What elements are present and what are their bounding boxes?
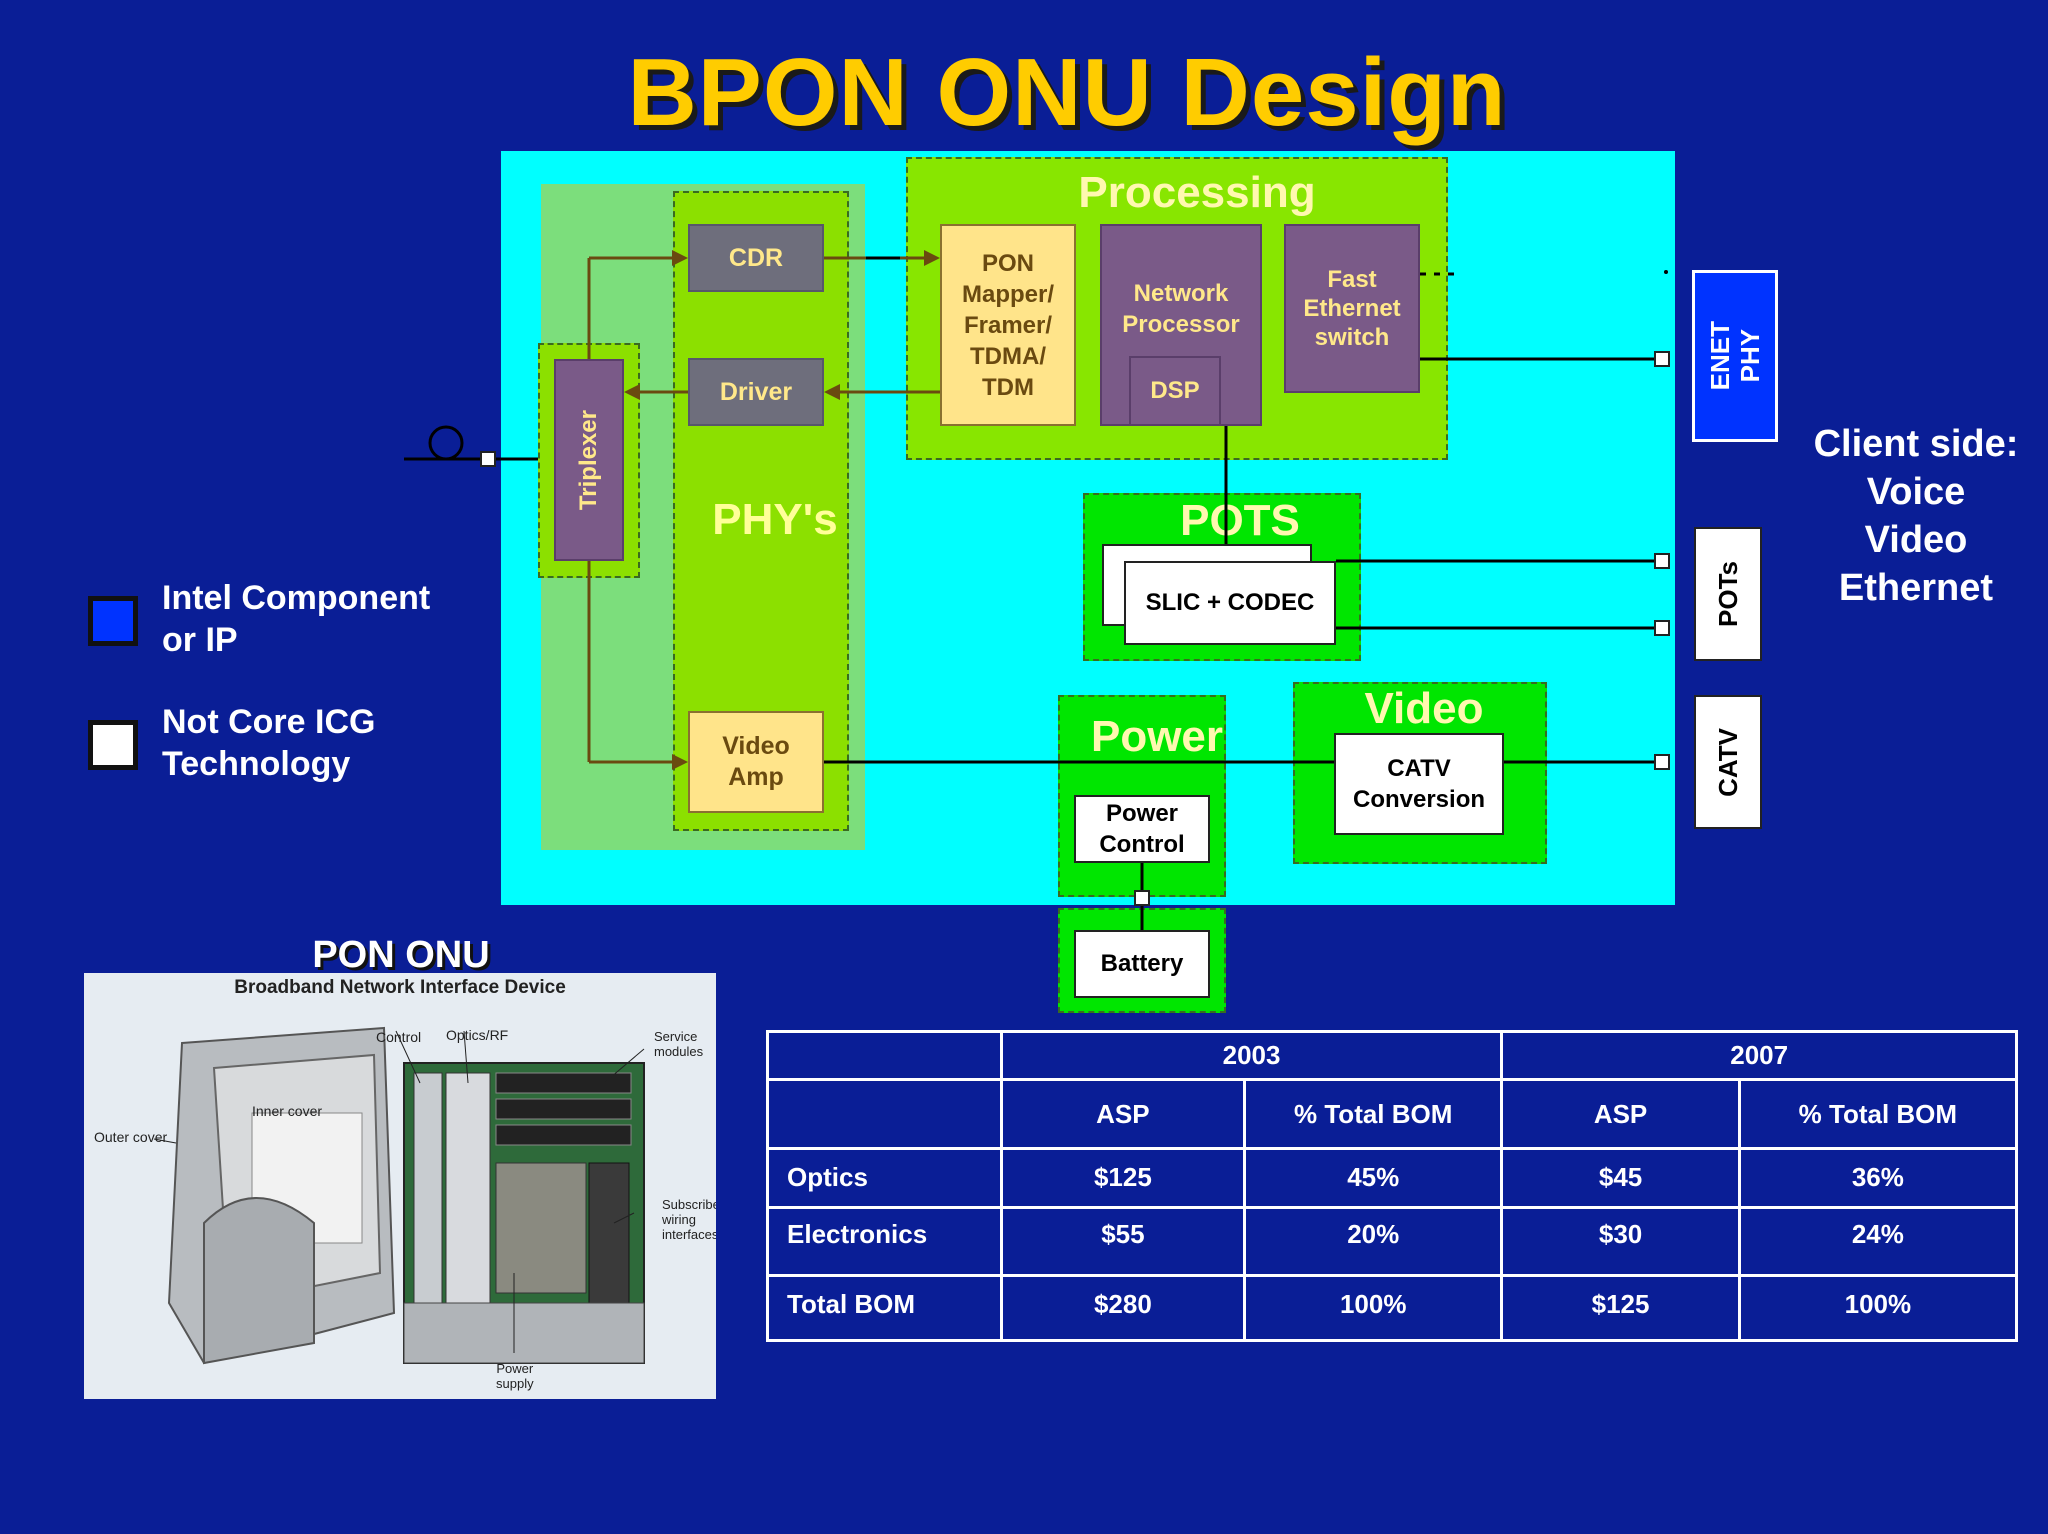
network-processor-label: Network Processor bbox=[1122, 280, 1240, 338]
photo-label-power: Power supply bbox=[496, 1361, 534, 1391]
legend-intel-swatch bbox=[88, 596, 138, 646]
table-subheader-blank bbox=[766, 1078, 1003, 1151]
video-amp-block: Video Amp bbox=[688, 711, 824, 813]
enet-phy-box: ENET PHY bbox=[1692, 270, 1778, 442]
table-cell: $280 bbox=[999, 1274, 1247, 1342]
outer-cover-curve bbox=[203, 1197, 315, 1365]
table-cell: 100% bbox=[1243, 1274, 1504, 1342]
legend-not-core-swatch bbox=[88, 720, 138, 770]
table-cell: $30 bbox=[1500, 1205, 1741, 1278]
fast-ethernet-block: Fast Ethernet switch bbox=[1284, 224, 1420, 393]
catv-port bbox=[1654, 754, 1670, 770]
power-control-block: Power Control bbox=[1074, 795, 1210, 863]
table-cell: 100% bbox=[1737, 1274, 2019, 1342]
legend-intel-label: Intel Component or IP bbox=[162, 579, 431, 659]
photo-label-control: Control bbox=[376, 1029, 422, 1045]
table-cell: $55 bbox=[999, 1205, 1247, 1278]
table-subheader-row: ASP % Total BOM ASP % Total BOM bbox=[766, 1078, 2019, 1151]
table-cell: 45% bbox=[1243, 1147, 1504, 1209]
photo-label-service: Service modules bbox=[654, 1029, 704, 1059]
legend-not-core-label: Not Core ICG Technology bbox=[162, 703, 376, 783]
triplexer-block: Triplexer bbox=[554, 359, 624, 561]
photo-label-optics: Optics/RF bbox=[446, 1027, 509, 1043]
catv-box: CATV bbox=[1694, 695, 1762, 829]
fiber-loop bbox=[428, 425, 464, 461]
phys-title: PHY's bbox=[712, 495, 838, 544]
dsp-block: DSP bbox=[1129, 356, 1221, 426]
enet-port bbox=[1654, 351, 1670, 367]
driver-block: Driver bbox=[688, 358, 824, 426]
pots-port-2 bbox=[1654, 620, 1670, 636]
leader-service bbox=[603, 1048, 645, 1084]
cdr-block: CDR bbox=[688, 224, 824, 292]
optics-board bbox=[445, 1072, 491, 1304]
subscriber-terminals bbox=[588, 1162, 630, 1304]
table-subheader: ASP bbox=[1500, 1078, 1741, 1151]
table-subheader: ASP bbox=[999, 1078, 1247, 1151]
slic-codec-block: SLIC + CODEC bbox=[1124, 561, 1336, 645]
table-year-2007: 2007 bbox=[1500, 1029, 2018, 1082]
leader-optics bbox=[463, 1030, 469, 1084]
table-cell: 36% bbox=[1737, 1147, 2019, 1209]
arrow-to-mapper bbox=[924, 250, 940, 266]
power-title: Power bbox=[1090, 712, 1224, 761]
arrow-to-cdr bbox=[672, 250, 688, 266]
table-cell: 20% bbox=[1243, 1205, 1504, 1278]
pon-mapper-block: PON Mapper/ Framer/ TDMA/ TDM bbox=[940, 224, 1076, 426]
pots-box: POTs bbox=[1694, 527, 1762, 661]
power-port bbox=[1134, 890, 1150, 906]
catv-conversion-block: CATV Conversion bbox=[1334, 733, 1504, 835]
table-row-label: Optics bbox=[766, 1147, 1003, 1209]
onu-device-drawing bbox=[153, 1026, 645, 1365]
arrow-to-video-amp bbox=[672, 754, 688, 770]
power-supply-board bbox=[495, 1162, 587, 1294]
table-cell: $125 bbox=[999, 1147, 1247, 1209]
table-subheader: % Total BOM bbox=[1243, 1078, 1504, 1151]
photo-label-subscriber: Subscriber wiring interfaces bbox=[662, 1197, 716, 1242]
table-cell: 24% bbox=[1737, 1205, 2019, 1278]
arrow-to-triplexer bbox=[624, 384, 640, 400]
table-corner-cell bbox=[766, 1029, 1003, 1082]
processing-title: Processing bbox=[1078, 168, 1316, 217]
photo-label-inner: Inner cover bbox=[252, 1103, 323, 1119]
leader-control bbox=[395, 1030, 421, 1084]
table-row: Total BOM $280 100% $125 100% bbox=[766, 1274, 2019, 1342]
client-side-text: Client side: Voice Video Ethernet bbox=[1813, 423, 2019, 609]
service-module-3 bbox=[495, 1124, 632, 1146]
battery-block: Battery bbox=[1074, 930, 1210, 998]
fast-eth-dot bbox=[1664, 270, 1668, 274]
pots-title: POTS bbox=[1180, 496, 1300, 545]
table-row: Electronics $55 20% $30 24% bbox=[766, 1205, 2019, 1278]
leader-subscriber bbox=[613, 1212, 635, 1224]
catv-box-label: CATV bbox=[1712, 727, 1743, 797]
photo-subtitle: Broadband Network Interface Device bbox=[234, 977, 566, 998]
arrow-to-driver bbox=[824, 384, 840, 400]
page-title: BPON ONU Design bbox=[627, 39, 1507, 146]
table-cell: $45 bbox=[1500, 1147, 1741, 1209]
photo-label-outer: Outer cover bbox=[94, 1129, 168, 1145]
table-cell: $125 bbox=[1500, 1274, 1741, 1342]
pots-box-label: POTs bbox=[1712, 561, 1743, 627]
enet-phy-label: ENET PHY bbox=[1705, 321, 1765, 391]
table-row-label: Total BOM bbox=[766, 1274, 1003, 1342]
fiber-port bbox=[480, 451, 496, 467]
table-year-row: 2003 2007 bbox=[766, 1029, 2018, 1082]
bom-table: 2003 2007 ASP % Total BOM ASP % Total BO… bbox=[766, 1029, 2019, 1342]
photo-heading: PON ONU bbox=[312, 934, 490, 976]
table-row: Optics $125 45% $45 36% bbox=[766, 1147, 2019, 1209]
onu-photo: Broadband Network Interface Device Contr… bbox=[84, 973, 716, 1399]
table-row-label: Electronics bbox=[766, 1205, 1003, 1278]
table-subheader: % Total BOM bbox=[1737, 1078, 2019, 1151]
service-module-2 bbox=[495, 1098, 632, 1120]
table-year-2003: 2003 bbox=[999, 1029, 1504, 1082]
leader-outer bbox=[153, 1138, 177, 1144]
control-board bbox=[413, 1072, 443, 1304]
service-module-1 bbox=[495, 1072, 632, 1094]
pots-port-1 bbox=[1654, 553, 1670, 569]
video-title: Video bbox=[1364, 684, 1484, 733]
enclosure-base bbox=[403, 1302, 645, 1364]
